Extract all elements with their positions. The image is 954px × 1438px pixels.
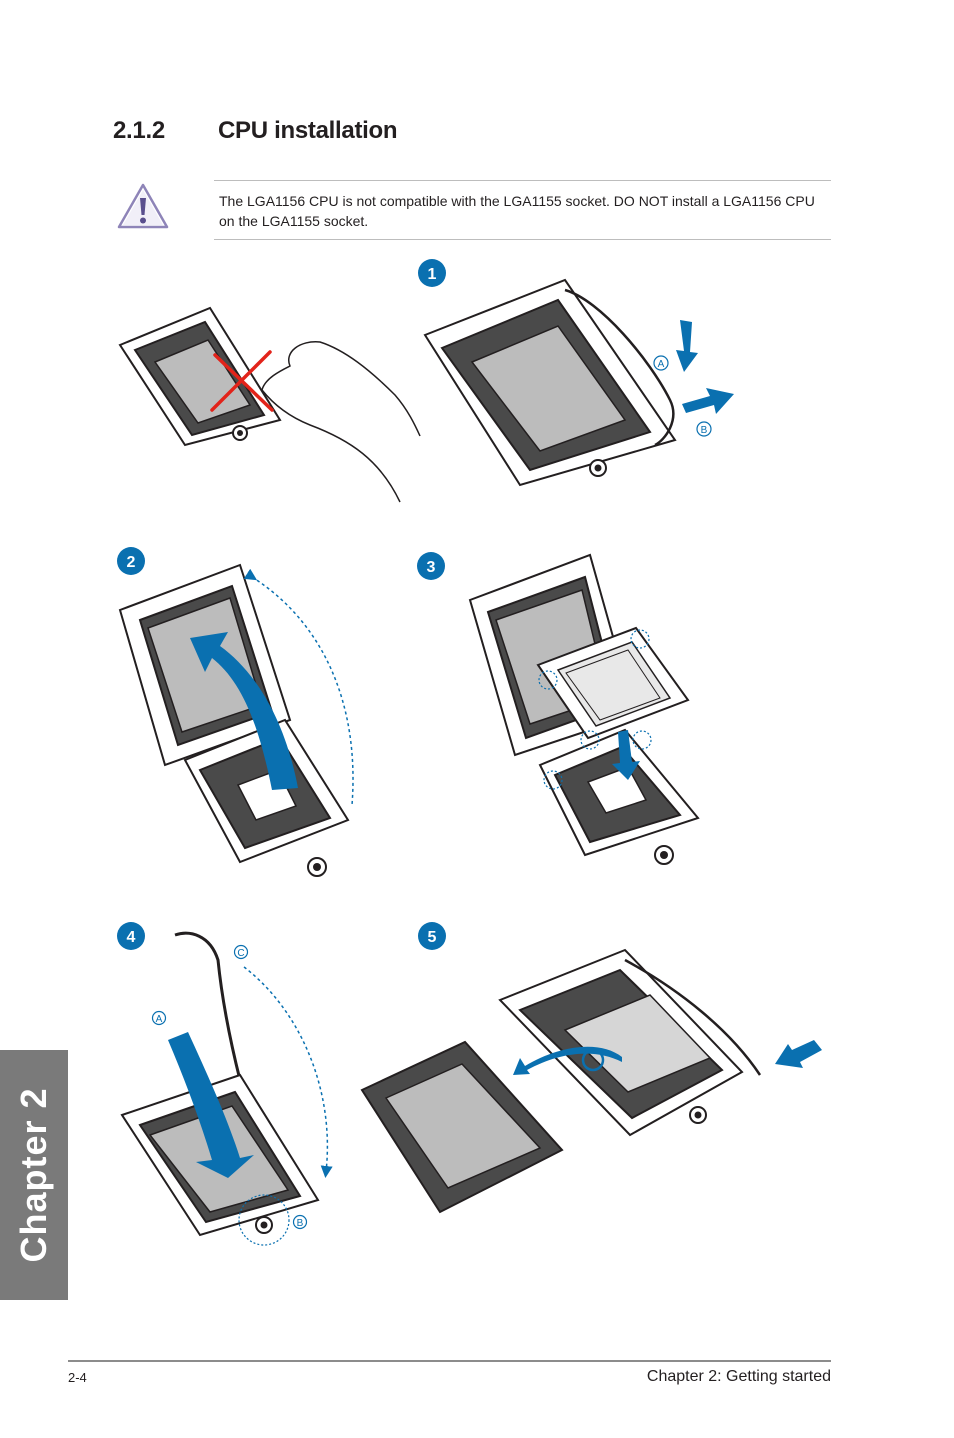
step-2-badge-label: 2 — [127, 554, 136, 571]
step-1-sub-b-label: B — [701, 425, 708, 436]
warning-top-rule — [214, 180, 831, 181]
cap-pivot-circle — [581, 1048, 605, 1072]
step-4-badge-label: 4 — [127, 929, 136, 946]
load-lever — [564, 288, 675, 447]
alignment-key-circle — [543, 770, 563, 790]
step-5-figure: 5 — [360, 922, 822, 1214]
lever-swing-path-dotted — [243, 966, 333, 1178]
step-3-figure: 3 — [417, 552, 700, 865]
step-4-sub-c-label: C — [237, 948, 244, 959]
step-4-sub-b: B — [292, 1214, 308, 1230]
chapter-tab: Chapter 2 — [0, 1050, 68, 1300]
cpu-chip — [536, 626, 690, 740]
insert-cpu-arrow-icon — [612, 730, 640, 780]
step-1-sub-b: B — [696, 421, 712, 437]
step-1-sub-a-label: A — [658, 359, 665, 370]
section-title-text: CPU installation — [218, 117, 398, 144]
load-lever — [174, 931, 242, 1081]
remove-cap-arrow-icon — [513, 1046, 622, 1075]
step-4-badge: 4 — [117, 922, 145, 950]
step-1-sub-a: A — [653, 355, 669, 371]
section-number: 2.1.2 — [113, 117, 165, 144]
socket-base-open — [538, 728, 700, 865]
step-3-badge-label: 3 — [427, 559, 436, 576]
do-not-touch-x-icon — [210, 350, 274, 412]
push-down-arrow-icon — [676, 320, 698, 372]
warning-bottom-rule — [214, 239, 831, 240]
step-4-sub-a-label: A — [156, 1014, 163, 1025]
step-2-figure: 2 — [117, 547, 354, 877]
step-4-sub-b-label: B — [297, 1218, 304, 1229]
footer-rule — [68, 1360, 831, 1362]
step-3-badge: 3 — [417, 552, 445, 580]
hand-outline — [261, 341, 421, 503]
lift-plate-arrow-icon — [190, 632, 298, 790]
section-title: 2.1.2 CPU installation — [113, 117, 398, 145]
page-number: 2-4 — [68, 1370, 87, 1385]
socket-closed — [423, 278, 677, 487]
step-4-sub-c: C — [233, 944, 249, 960]
push-lever-arrow-icon — [775, 1040, 822, 1068]
step-1-badge: 1 — [418, 259, 446, 287]
chapter-tab-label: Chapter 2 — [13, 1087, 54, 1263]
close-plate-arrow-icon — [168, 1032, 254, 1178]
step-4-sub-a: A — [151, 1010, 167, 1026]
warning-text: The LGA1156 CPU is not compatible with t… — [219, 193, 815, 229]
load-lever — [624, 958, 762, 1076]
socket-base-open — [183, 718, 350, 877]
alignment-key-circle — [580, 730, 600, 750]
step-1-figure: 1 A B — [418, 259, 734, 487]
step-5-badge: 5 — [418, 922, 446, 950]
swing-path-dotted — [243, 568, 354, 806]
step-5-badge-label: 5 — [428, 929, 437, 946]
alignment-key-circle — [630, 629, 650, 649]
step-2-badge: 2 — [117, 547, 145, 575]
retention-tab-circle — [238, 1194, 290, 1246]
step-1-badge-label: 1 — [428, 266, 437, 283]
alignment-key-circle — [538, 670, 558, 690]
socket-closed-with-cpu — [498, 948, 762, 1137]
pull-out-arrow-icon — [682, 388, 734, 414]
warning-triangle-icon — [117, 183, 169, 229]
socket-closed-small — [118, 306, 282, 447]
step-4-figure: 4 C A B — [117, 922, 333, 1246]
footer-chapter-title: Chapter 2: Getting started — [646, 1368, 831, 1385]
caution-figure — [118, 306, 421, 503]
alignment-key-circle — [632, 730, 652, 750]
removed-pnp-cap — [360, 1040, 564, 1214]
